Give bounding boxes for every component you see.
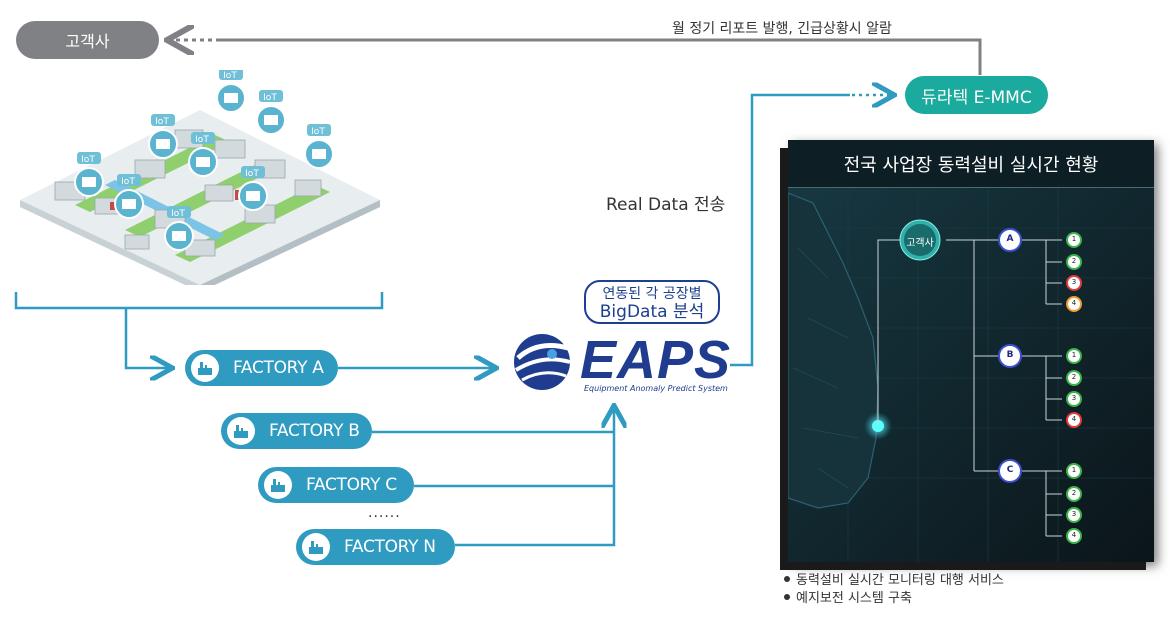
factory-cluster-illustration [20,70,380,285]
tree-child-label: 3 [1071,278,1077,286]
tree-child-label: 4 [1071,531,1077,539]
tree-child-label: 4 [1071,415,1077,423]
eaps-subtitle: Equipment Anomaly Predict System [584,384,728,393]
bullet-icon [784,576,790,582]
tree-child-label: 4 [1071,299,1077,307]
tree-child-label: 2 [1071,489,1077,497]
realdata-label: Real Data 전송 [606,195,726,215]
factory-label: FACTORY C [306,475,397,495]
monitor-map-graphic [788,188,1154,562]
iot-label: IoT [171,209,185,219]
factory-icon [302,533,330,561]
customer-label: 고객사 [65,32,110,51]
tree-child-label: 1 [1071,235,1077,243]
tree-group-label: B [1006,350,1014,360]
tree-root-label: 고객사 [906,238,934,249]
service-list: 동력설비 실시간 모니터링 대행 서비스 예지보전 시스템 구축 [784,572,1004,608]
more-factories-dots: ...... [368,505,401,521]
iot-label: IoT [121,177,135,187]
factory-n-pill: FACTORY N [296,529,455,565]
service-text: 동력설비 실시간 모니터링 대행 서비스 [796,573,1004,588]
factory-label: FACTORY A [233,358,324,378]
iot-label: IoT [155,117,169,127]
iot-label: IoT [81,155,95,165]
tree-child-label: 1 [1071,351,1077,359]
customer-pill: 고객사 [16,21,159,59]
tree-child-label: 3 [1071,510,1077,518]
tree-child-label: 2 [1071,373,1077,381]
factory-icon [227,417,255,445]
iot-markers [74,70,334,251]
factory-b-pill: FACTORY B [221,413,372,449]
iot-label: IoT [195,135,209,145]
factory-a-pill: FACTORY A [185,350,338,386]
factory-icon [264,471,292,499]
bigdata-line2: BigData 분석 [599,302,705,322]
emmc-label: 듀라텍 E-MMC [921,87,1032,108]
bigdata-analysis-box: 연동된 각 공장별 BigData 분석 [584,280,720,324]
bullet-icon [784,594,790,600]
iot-label: IoT [311,127,325,137]
tree-group-label: A [1006,234,1014,244]
factory-c-pill: FACTORY C [258,467,414,503]
tree-child-label: 3 [1071,394,1077,402]
service-text: 예지보전 시스템 구축 [796,591,912,606]
iot-label: IoT [245,169,259,179]
iot-label: IoT [263,93,277,103]
iot-label: IoT [223,71,237,81]
emmc-pill: 듀라텍 E-MMC [905,76,1048,114]
eaps-logo-text: EAPS [580,330,732,390]
factory-icon [191,354,219,382]
service-item: 예지보전 시스템 구축 [784,590,1004,608]
report-label: 월 정기 리포트 발행, 긴급상황시 알람 [672,21,892,37]
tree-child-label: 1 [1071,466,1077,474]
eaps-swirl-icon [514,334,571,390]
factory-label: FACTORY B [269,421,360,441]
monitor-title: 전국 사업장 동력설비 실시간 현황 [788,140,1154,188]
bigdata-line1: 연동된 각 공장별 [602,286,702,302]
tree-group-label: C [1006,465,1014,475]
tree-child-label: 2 [1071,257,1077,265]
factory-label: FACTORY N [344,537,436,557]
service-item: 동력설비 실시간 모니터링 대행 서비스 [784,572,1004,590]
